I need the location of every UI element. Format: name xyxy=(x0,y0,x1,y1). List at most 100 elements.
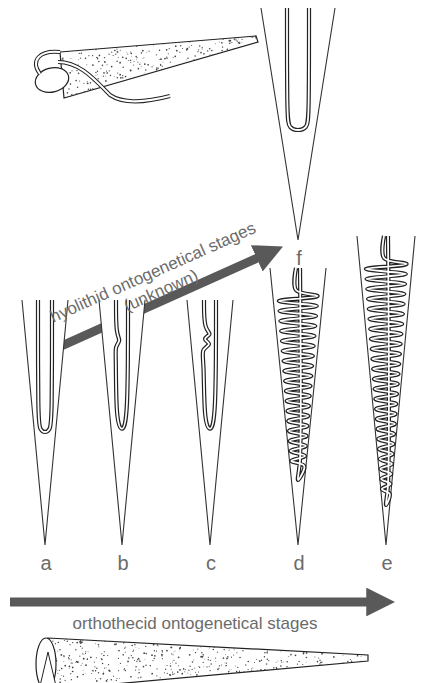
stipple-dot xyxy=(231,56,232,57)
stipple-dot xyxy=(125,646,126,647)
stipple-dot xyxy=(193,59,195,61)
stipple-dot xyxy=(280,644,281,645)
stipple-dot xyxy=(268,638,270,640)
stipple-dot xyxy=(252,56,253,57)
stipple-dot xyxy=(287,645,288,646)
stipple-dot xyxy=(297,646,299,648)
stipple-dot xyxy=(243,671,244,672)
stipple-dot xyxy=(57,96,58,97)
helen-inner xyxy=(36,52,60,74)
stipple-dot xyxy=(57,32,58,33)
stipple-dot xyxy=(313,639,315,641)
stipple-dot xyxy=(215,34,217,36)
stipple-dot xyxy=(349,664,351,666)
stipple-dot xyxy=(125,91,127,93)
stipple-dot xyxy=(241,33,242,34)
stipple-dot xyxy=(176,74,178,76)
stipple-dot xyxy=(286,637,288,639)
stipple-dot xyxy=(105,80,107,82)
stipple-dot xyxy=(111,52,112,53)
stipple-dot xyxy=(212,640,214,642)
stipple-dot xyxy=(209,87,211,89)
stipple-dot xyxy=(267,658,269,660)
stipple-dot xyxy=(130,676,132,678)
stipple-dot xyxy=(180,635,181,636)
stipple-dot xyxy=(117,56,119,58)
stipple-dot xyxy=(119,29,121,31)
stipple-dot xyxy=(346,643,347,644)
stipple-dot xyxy=(140,65,142,67)
stipple-dot xyxy=(150,83,152,85)
stipple-dot xyxy=(216,69,218,71)
stipple-dot xyxy=(225,676,226,677)
stipple-dot xyxy=(127,86,128,87)
stipple-dot xyxy=(192,669,193,670)
stipple-dot xyxy=(106,45,107,46)
stipple-dot xyxy=(280,650,281,651)
stipple-dot xyxy=(224,73,226,75)
stipple-dot xyxy=(179,649,181,651)
stipple-dot xyxy=(239,657,240,658)
stipple-dot xyxy=(234,646,236,648)
axis-label: orthothecid ontogenetical stages xyxy=(45,614,345,634)
stipple-dot xyxy=(237,38,239,40)
stipple-dot xyxy=(86,64,88,66)
stipple-dot xyxy=(91,670,93,672)
stipple-dot xyxy=(225,654,227,656)
stipple-dot xyxy=(255,52,257,54)
stipple-dot xyxy=(137,635,138,636)
stipple-dot xyxy=(221,60,223,62)
stipple-dot xyxy=(221,77,222,78)
stipple-dot xyxy=(310,679,312,681)
stipple-dot xyxy=(273,673,275,675)
stipple-dot xyxy=(266,635,267,636)
stipple-dot xyxy=(362,635,364,637)
stipple-dot xyxy=(72,50,73,51)
stipple-dot xyxy=(203,68,204,69)
stipple-dot xyxy=(89,34,90,35)
stipple-dot xyxy=(133,77,135,79)
stipple-dot xyxy=(176,30,178,32)
stipple-dot xyxy=(177,75,179,77)
stipple-dot xyxy=(317,661,319,663)
stipple-dot xyxy=(256,659,257,660)
stipple-dot xyxy=(95,634,97,636)
stipple-dot xyxy=(136,46,137,47)
stipple-dot xyxy=(192,86,194,88)
gut-lumen xyxy=(203,300,216,429)
stipple-dot xyxy=(167,673,168,674)
cone-section xyxy=(270,268,326,545)
cone-section xyxy=(261,8,335,240)
stipple-dot xyxy=(229,43,231,45)
stipple-dot xyxy=(255,88,257,90)
stipple-dot xyxy=(103,655,104,656)
stipple-dot xyxy=(171,647,172,648)
stipple-dot xyxy=(164,83,166,85)
stipple-dot xyxy=(177,671,179,673)
stipple-dot xyxy=(212,61,214,63)
stipple-dot xyxy=(177,80,179,82)
cone-section xyxy=(99,300,145,545)
stipple-dot xyxy=(176,50,178,52)
stipple-dot xyxy=(156,650,157,651)
stipple-dot xyxy=(336,648,338,650)
stipple-dot xyxy=(242,81,243,82)
stipple-dot xyxy=(247,69,248,70)
stipple-dot xyxy=(188,72,189,73)
stipple-dot xyxy=(138,658,139,659)
stipple-dot xyxy=(215,660,217,662)
stipple-dot xyxy=(126,664,128,666)
stipple-dot xyxy=(225,665,226,666)
stipple-dot xyxy=(135,669,136,670)
stipple-dot xyxy=(279,679,281,681)
stipple-dot xyxy=(351,646,353,648)
stipple-dot xyxy=(69,44,71,46)
stipple-dot xyxy=(102,673,104,675)
stipple-dot xyxy=(174,650,176,652)
stipple-dot xyxy=(113,639,114,640)
stipple-dot xyxy=(201,82,202,83)
stipple-dot xyxy=(232,641,233,642)
stipple-dot xyxy=(209,666,210,667)
stipple-dot xyxy=(222,39,223,40)
stipple-dot xyxy=(236,671,238,673)
